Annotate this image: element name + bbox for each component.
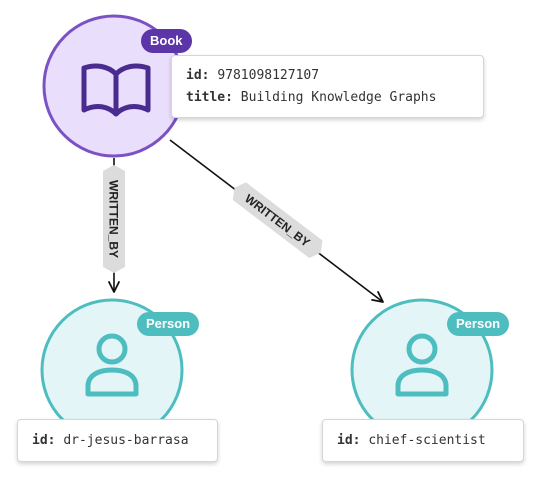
property-key: id: (337, 433, 361, 448)
property-row: title: Building Knowledge Graphs (186, 87, 469, 109)
property-row: id: 9781098127107 (186, 65, 469, 87)
person-1-properties-card: id: dr-jesus-barrasa (17, 419, 218, 462)
edge-label-bg (232, 182, 323, 258)
edge-written-by-2[interactable]: WRITTEN_BY (169, 139, 384, 303)
property-key: id: (32, 433, 56, 448)
property-value: 9781098127107 (217, 68, 320, 83)
open-book-icon (81, 63, 151, 117)
book-properties-card: id: 9781098127107 title: Building Knowle… (171, 55, 484, 118)
person-icon (85, 333, 139, 397)
edge-label-bg (103, 165, 125, 273)
property-row: id: dr-jesus-barrasa (32, 430, 203, 452)
property-value: dr-jesus-barrasa (63, 433, 189, 448)
book-label-badge: Book (141, 29, 192, 53)
property-key: id: (186, 68, 210, 83)
person-2-properties-card: id: chief-scientist (322, 419, 524, 462)
property-value: Building Knowledge Graphs (240, 90, 437, 105)
property-row: id: chief-scientist (337, 430, 509, 452)
property-key: title: (186, 90, 233, 105)
edge-label: WRITTEN_BY (107, 180, 121, 258)
edge-written-by-1[interactable]: WRITTEN_BY (103, 158, 125, 293)
person-icon (395, 333, 449, 397)
person-label-badge-1: Person (137, 312, 200, 336)
person-label-badge-2: Person (447, 312, 510, 336)
property-value: chief-scientist (368, 433, 486, 448)
edge-label: WRITTEN_BY (242, 191, 313, 249)
